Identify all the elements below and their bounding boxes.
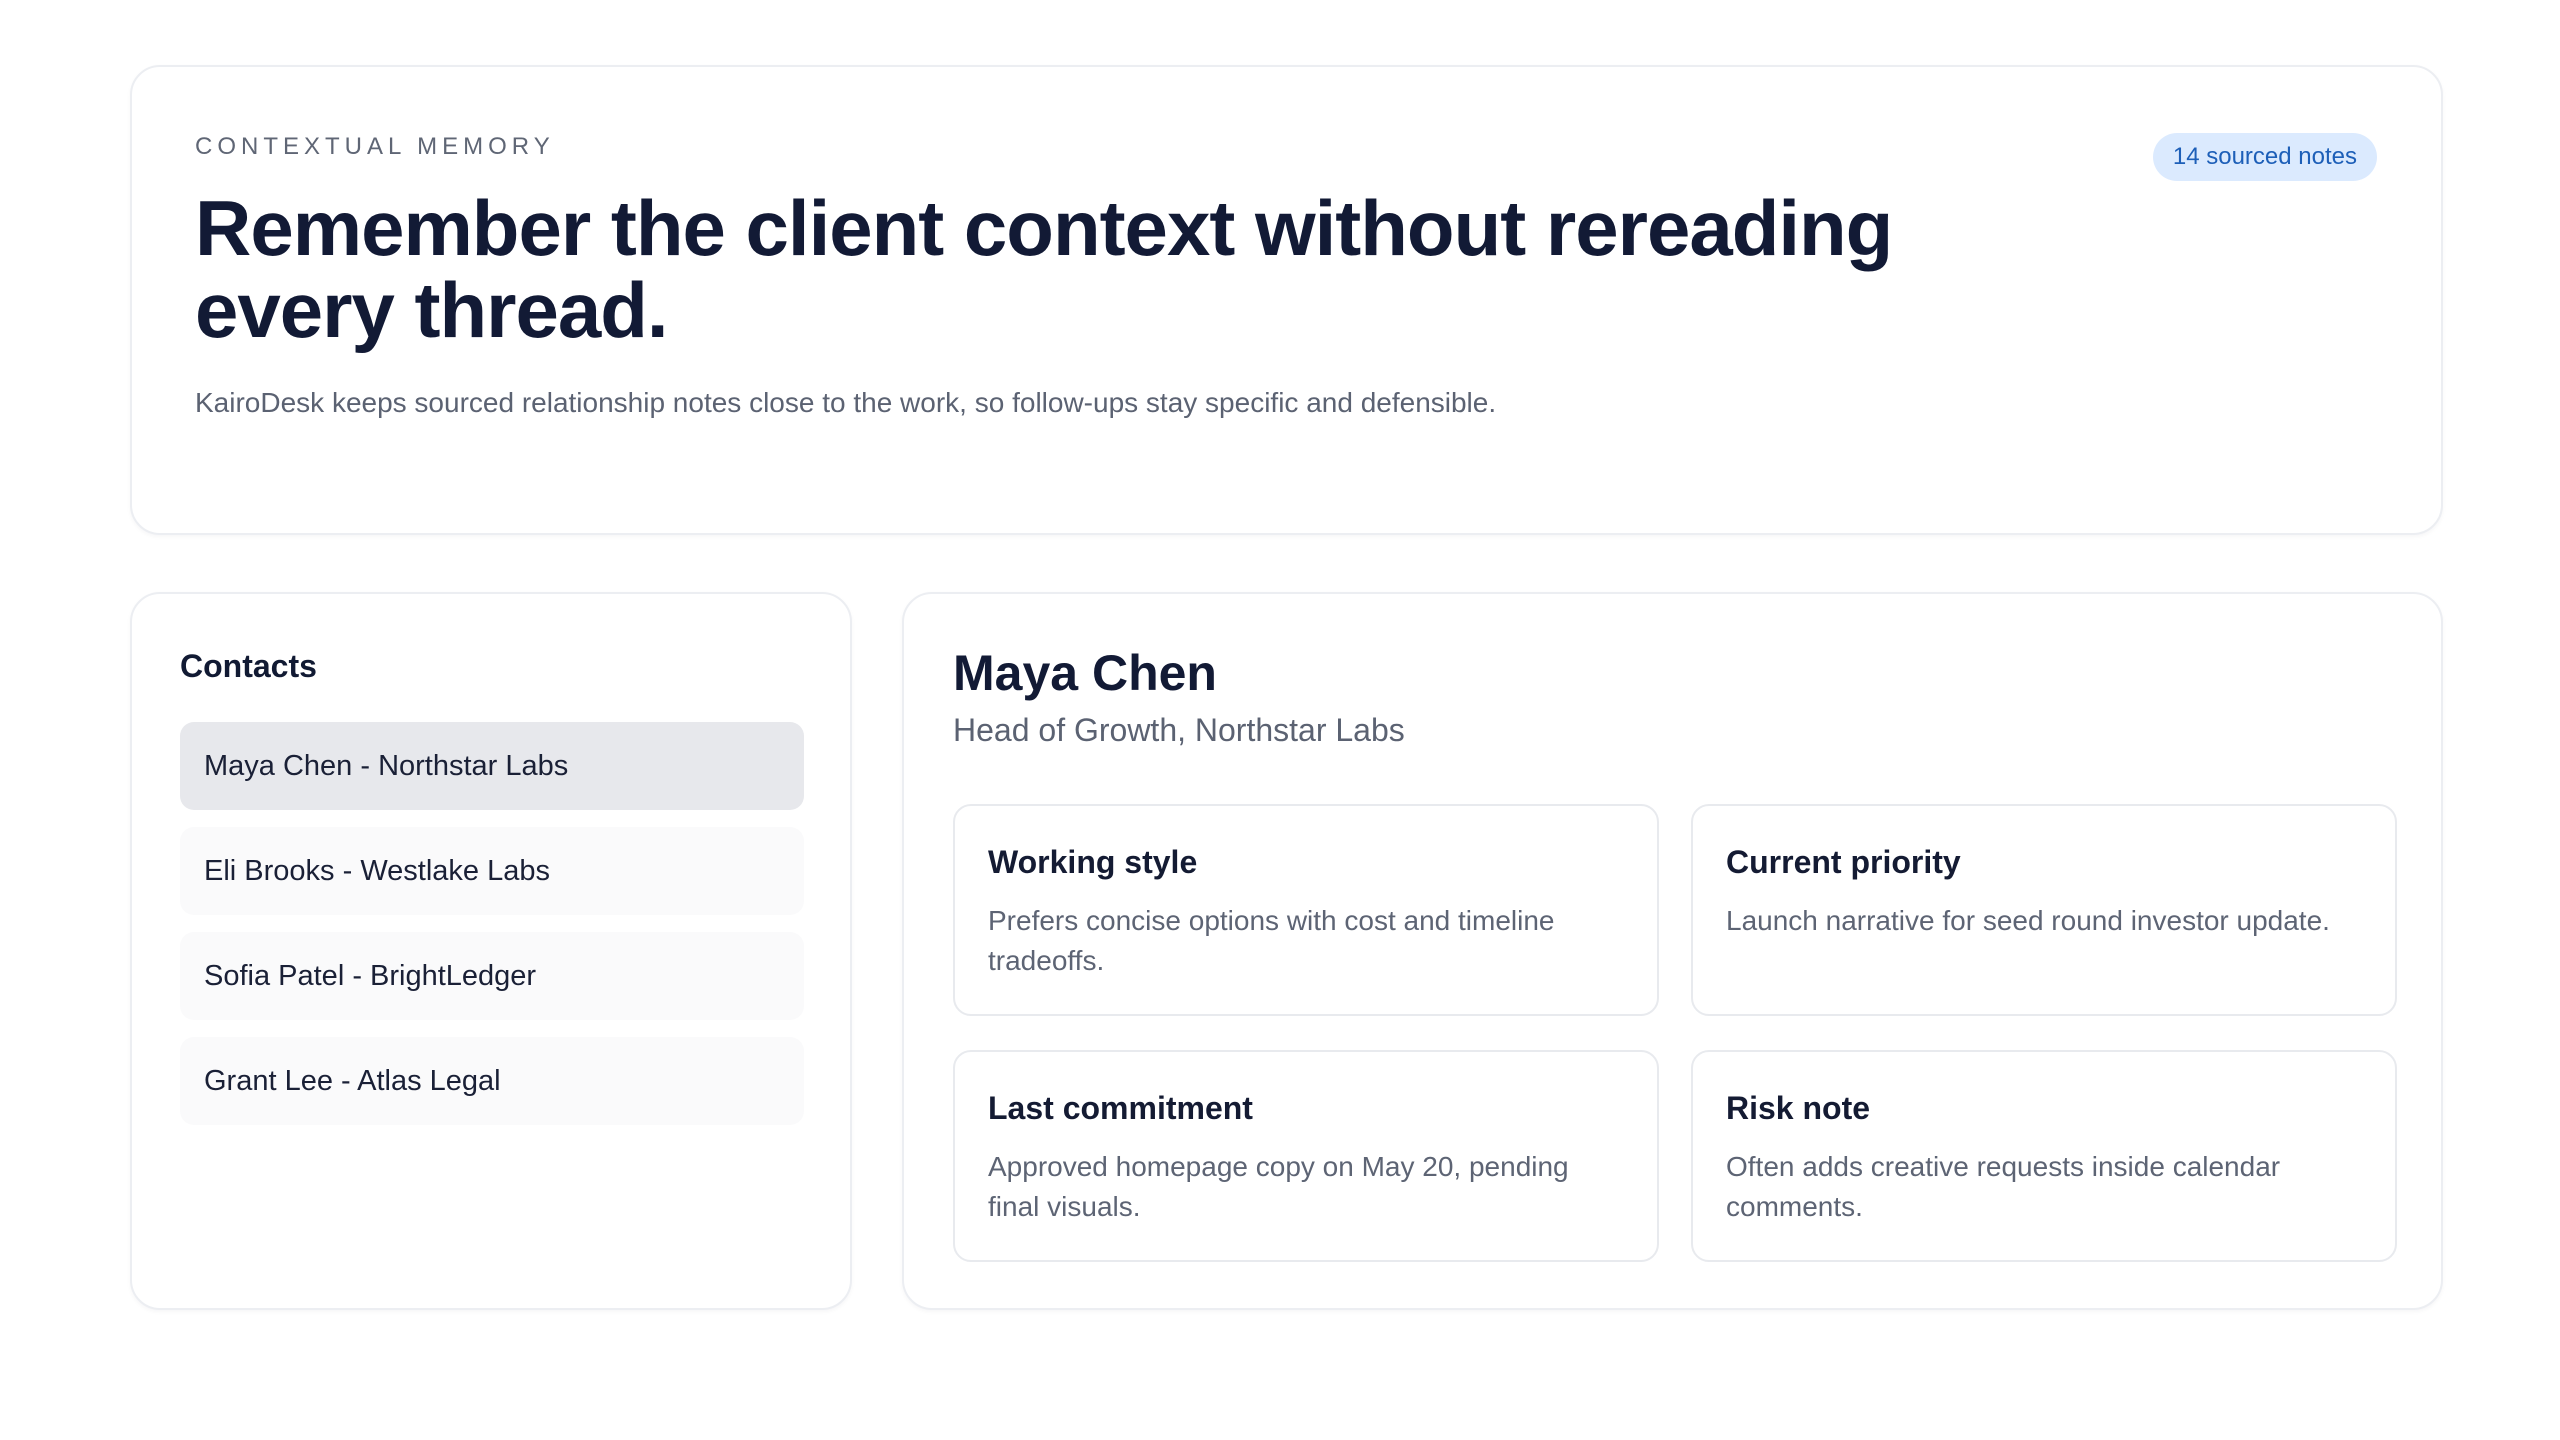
card-working-style: Working style Prefers concise options wi… — [953, 804, 1659, 1016]
contact-item-label: Maya Chen - Northstar Labs — [204, 749, 569, 782]
card-body: Prefers concise options with cost and ti… — [988, 905, 1555, 976]
contact-detail-panel: Maya Chen Head of Growth, Northstar Labs… — [902, 592, 2443, 1310]
card-current-priority: Current priority Launch narrative for se… — [1691, 804, 2397, 1016]
contact-item-maya-chen[interactable]: Maya Chen - Northstar Labs — [180, 722, 804, 810]
card-title: Current priority — [1726, 844, 1961, 880]
contact-list: Maya Chen - Northstar Labs Eli Brooks - … — [180, 722, 804, 1142]
card-last-commitment: Last commitment Approved homepage copy o… — [953, 1050, 1659, 1262]
memory-cards: Working style Prefers concise options wi… — [953, 804, 2397, 1262]
card-title: Last commitment — [988, 1090, 1253, 1126]
card-body: Approved homepage copy on May 20, pendin… — [988, 1151, 1569, 1222]
card-body: Launch narrative for seed round investor… — [1726, 905, 2330, 936]
card-risk-note: Risk note Often adds creative requests i… — [1691, 1050, 2397, 1262]
hero-title: Remember the client context without rere… — [195, 184, 1893, 354]
contacts-panel: Contacts Maya Chen - Northstar Labs Eli … — [130, 592, 852, 1310]
contact-item-label: Eli Brooks - Westlake Labs — [204, 854, 550, 887]
contact-role: Head of Growth, Northstar Labs — [953, 712, 1405, 748]
hero-eyebrow: CONTEXTUAL MEMORY — [195, 133, 555, 160]
hero-description: KairoDesk keeps sourced relationship not… — [195, 387, 1497, 418]
card-body: Often adds creative requests inside cale… — [1726, 1151, 2281, 1222]
hero-card: CONTEXTUAL MEMORY 14 sourced notes Remem… — [130, 65, 2443, 535]
contact-item-label: Sofia Patel - BrightLedger — [204, 959, 537, 992]
contact-item-eli-brooks[interactable]: Eli Brooks - Westlake Labs — [180, 827, 804, 915]
contacts-title: Contacts — [180, 648, 317, 684]
contact-item-grant-lee[interactable]: Grant Lee - Atlas Legal — [180, 1037, 804, 1125]
contact-item-label: Grant Lee - Atlas Legal — [204, 1064, 501, 1097]
contact-name: Maya Chen — [953, 645, 1217, 701]
sourced-notes-badge: 14 sourced notes — [2152, 133, 2377, 181]
contact-item-sofia-patel[interactable]: Sofia Patel - BrightLedger — [180, 932, 804, 1020]
card-title: Working style — [988, 844, 1198, 880]
card-title: Risk note — [1726, 1090, 1871, 1126]
